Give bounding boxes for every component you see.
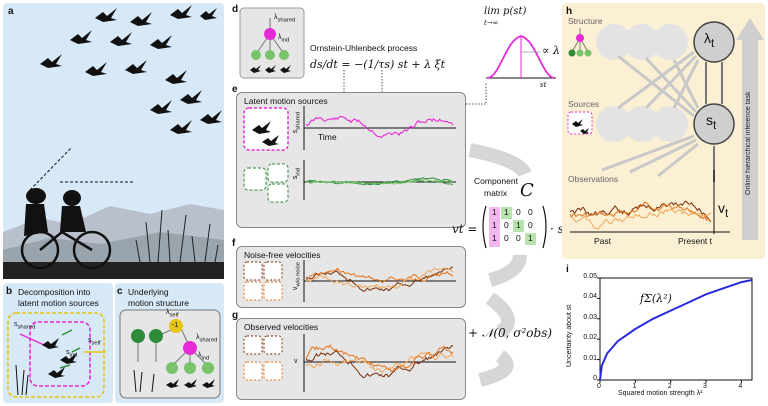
y-tick-label: 0.03 [583,313,597,321]
y-tick-label: 0.05 [583,273,597,280]
d-x-axis: st [540,81,547,89]
matrix-cell: 1 [492,233,497,243]
panel-b-letter: b [6,286,13,297]
g-y-label: v [294,358,298,365]
b-s-ind: sind [66,349,78,359]
d-limit-sub: t→∞ [484,19,499,27]
h-past-label: Past [594,236,612,246]
d-lambda-ind: λind [278,34,290,44]
matrix-symbol: C [520,180,534,201]
matrix-cell: 1 [516,220,521,230]
matrix-cell: 0 [516,233,521,243]
d-ou-equation: ds/dt = −(1/τs) st + λ ξt [310,58,446,71]
geese-flock-icon [40,5,222,134]
matrix-cell: 0 [504,233,509,243]
i-y-label: Uncertainty about st [566,304,573,368]
panel-d-letter: d [232,4,239,15]
panel-b-background [3,283,113,403]
panel-b-title-line2: latent motion sources [18,298,99,308]
g-noise-term: + 𝒩(0, σ²obs) [468,326,553,340]
panel-c-letter: c [117,286,123,297]
panel-e-title: Latent motion sources [244,96,328,106]
matrix-cell: 1 [528,233,533,243]
b-s-self: sself [88,337,101,347]
e-time-label: Time [318,132,337,142]
d-lambda-shared: λshared [274,14,296,24]
i-x-label: Squared motion strength λ² [618,390,703,397]
panel-f-title: Noise-free velocities [244,250,321,260]
h-observations-label: Observations [568,174,619,184]
panel-f-letter: f [232,238,236,249]
h-sources-label: Sources [568,99,600,109]
h-s-t: st [706,112,717,132]
i-function-label: fΣ(λ²) [640,292,672,305]
panel-h-letter: h [566,6,573,17]
matrix-cell: 0 [504,220,509,230]
matrix-cell: 1 [492,220,497,230]
x-tick-label: 0 [597,383,601,390]
b-s-shared: sshared [14,321,36,331]
x-tick-label: 1 [632,383,637,390]
c-minus-one: -1 [172,322,179,329]
panel-c-title-line1: Underlying [128,287,169,297]
c-lambda-shared: λshared [196,334,218,344]
y-tick-label: 0 [593,375,597,382]
chart-series-line [599,279,753,381]
panel-c-title-line2: motion structure [128,298,189,308]
panel-e-letter: e [232,84,238,95]
matrix-lhs: vt = [452,222,478,236]
h-lambda-t: λt [704,30,715,50]
c-lambda-self: λself [166,309,179,319]
panel-i-letter: i [566,264,569,275]
y-tick-label: 0.02 [583,334,597,342]
d-limit-expr: lim p(st) [484,6,527,17]
h-present-label: Present t [678,236,713,246]
panel-b-title-line1: Decomposition into [18,287,91,297]
d-process-title: Ornstein-Uhlenbeck process [310,43,418,53]
h-structure-label: Structure [568,16,603,26]
chart-plot-area [599,277,753,381]
matrix-cell: 0 [528,220,533,230]
matrix-label-line1: Component [474,176,518,186]
panel-g-title: Observed velocities [244,322,319,332]
y-tick-label: 0.01 [583,354,597,362]
x-tick-label: 3 [703,383,707,390]
matrix-cell: 0 [516,207,521,217]
h-v-t: vt [718,200,729,220]
panel-a-letter: a [8,6,14,17]
y-tick-label: 0.04 [583,293,597,301]
matrix-cell: 1 [492,207,497,217]
matrix-label-line2: matrix [484,188,508,198]
d-proportional: ∝ λ [542,44,560,57]
panel-g-letter: g [232,310,239,321]
matrix-cell: 0 [528,207,533,217]
matrix-cell: 1 [504,207,509,217]
x-tick-label: 2 [667,383,672,390]
c-lambda-ind: λind [198,352,210,362]
x-tick-label: 4 [738,383,743,390]
